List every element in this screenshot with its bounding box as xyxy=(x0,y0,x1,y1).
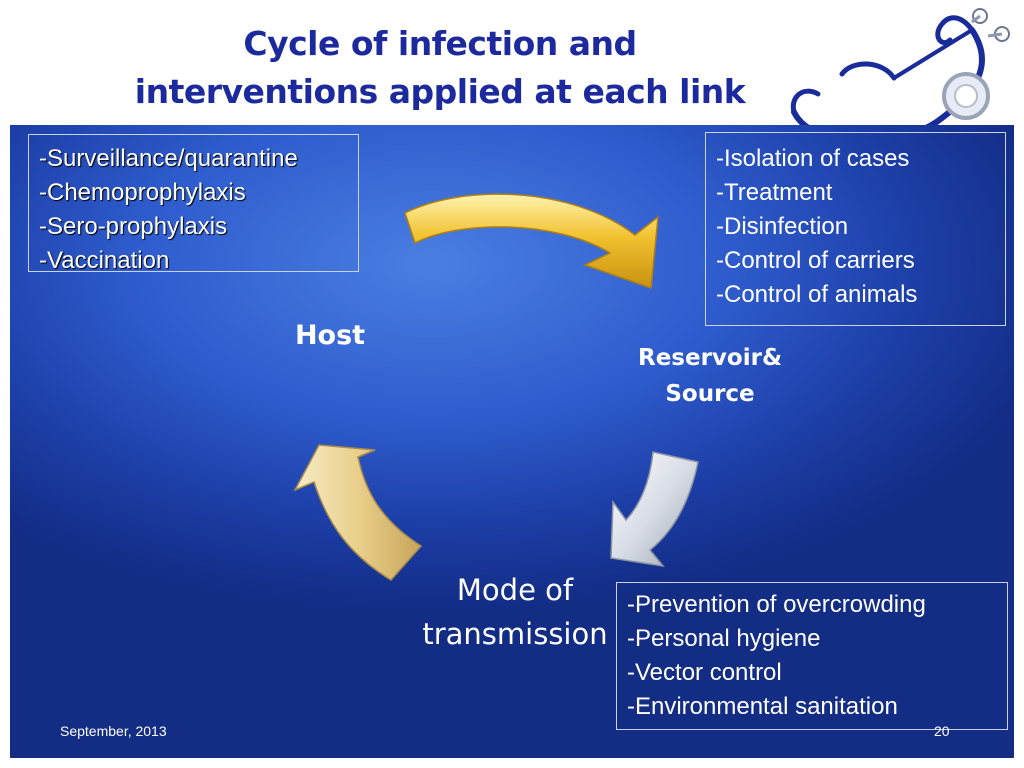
reservoir-interventions-box: -Isolation of cases -Treatment -Disinfec… xyxy=(705,132,1006,326)
host-label: Host xyxy=(294,320,366,351)
mode-interventions-box: -Prevention of overcrowding -Personal hy… xyxy=(616,582,1008,730)
footer-date: September, 2013 xyxy=(60,723,167,739)
reservoir-intervention-item: -Isolation of cases xyxy=(716,145,910,172)
mode-label-line-2: transmission xyxy=(422,617,608,651)
reservoir-intervention-item: -Control of carriers xyxy=(716,247,915,274)
cycle-panel: -Surveillance/quarantine -Chemoprophylax… xyxy=(10,125,1014,758)
slide-title: Cycle of infection and interventions app… xyxy=(60,20,820,116)
arrow-mode-to-host xyxy=(293,444,423,581)
host-intervention-item: -Sero-prophylaxis xyxy=(39,213,228,240)
mode-label: Mode of transmission xyxy=(400,568,630,656)
host-intervention-item: -Surveillance/quarantine xyxy=(39,145,298,172)
reservoir-intervention-item: -Control of animals xyxy=(716,281,918,308)
reservoir-label-line-2: Source xyxy=(665,381,755,407)
reservoir-intervention-item: -Disinfection xyxy=(716,213,849,240)
slide-number: 20 xyxy=(934,723,950,739)
mode-intervention-item: -Environmental sanitation xyxy=(627,693,898,720)
host-interventions-box: -Surveillance/quarantine -Chemoprophylax… xyxy=(28,134,359,274)
mode-intervention-item: -Vector control xyxy=(627,659,782,686)
arrow-reservoir-to-mode xyxy=(610,451,699,568)
arrow-host-to-reservoir xyxy=(404,193,659,290)
reservoir-label: Reservoir& Source xyxy=(610,340,810,412)
host-intervention-item: -Chemoprophylaxis xyxy=(39,179,246,206)
mode-intervention-item: -Personal hygiene xyxy=(627,625,821,652)
host-intervention-item: -Vaccination xyxy=(39,247,170,274)
mode-label-line-1: Mode of xyxy=(456,573,574,607)
cycle-arrows xyxy=(293,193,699,581)
reservoir-intervention-item: -Treatment xyxy=(716,179,833,206)
slide-title-line-1: Cycle of infection and xyxy=(243,24,637,63)
mode-intervention-item: -Prevention of overcrowding xyxy=(627,591,926,618)
slide-title-line-2: interventions applied at each link xyxy=(134,72,746,111)
reservoir-label-line-1: Reservoir& xyxy=(637,345,783,371)
stethoscope-icon xyxy=(790,8,1010,145)
